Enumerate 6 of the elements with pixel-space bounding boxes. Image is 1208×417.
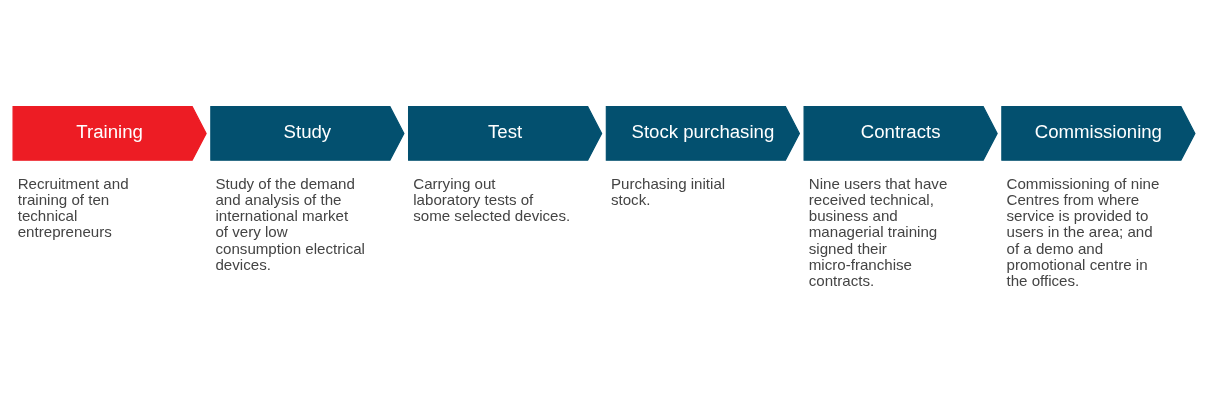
node-label: Carrying out laboratory tests of some selected devices. [413,174,571,224]
node-label: Purchasing initial stock. [610,174,726,208]
node-label: Nine users that have received technical, business and managerial training signed their micro-franchise contracts. [808,174,948,289]
node-label: Recruitment and training of ten technical entrepreneurs [17,174,129,240]
node-label: Commissioning of nine Centres from where service is provided to users in the area; and of a demo and promotional centre in the offices. [1006,174,1160,289]
node-label: Study of the demand and analysis of the international market of very low consumption electrical devices. [215,174,365,273]
